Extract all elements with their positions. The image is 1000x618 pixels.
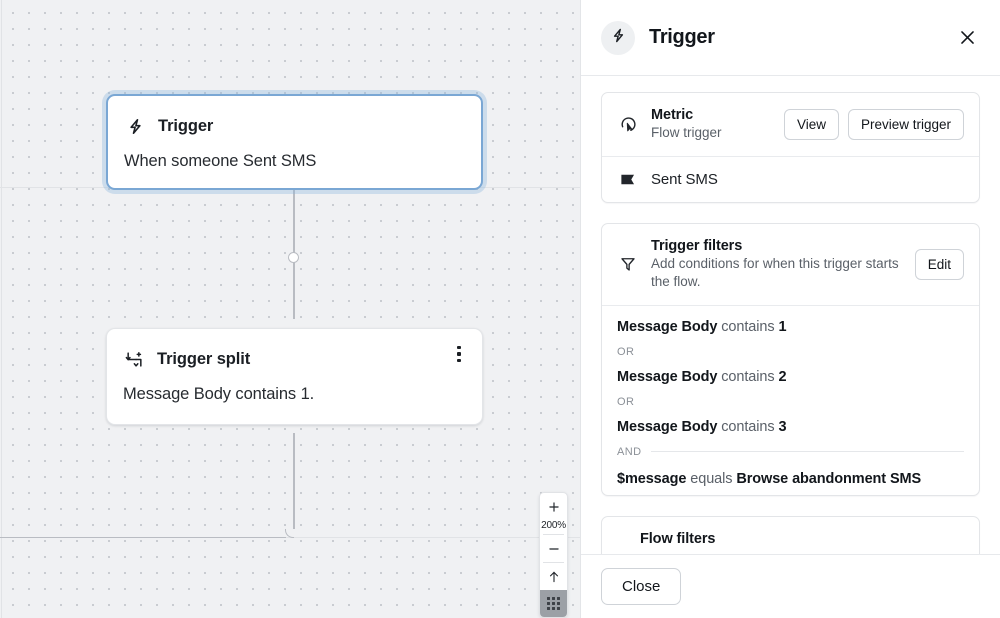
filter-joiner: OR xyxy=(602,344,979,360)
panel-content[interactable]: Metric Flow trigger View Preview trigger… xyxy=(581,76,1000,554)
filter-operator: contains xyxy=(721,368,775,385)
trigger-filters-conditions: Message Body contains 1 OR Message Body … xyxy=(602,304,979,495)
filter-joiner-label: OR xyxy=(617,345,635,358)
filter-operator: equals xyxy=(690,470,733,487)
filter-condition-row: Message Body contains 2 xyxy=(602,360,979,394)
filter-operator: contains xyxy=(721,418,775,435)
flow-node-trigger-split-body: Message Body contains 1. xyxy=(123,385,315,403)
flow-canvas[interactable]: Trigger When someone Sent SMS Trigger sp… xyxy=(0,0,580,618)
zoom-level-label: 200% xyxy=(541,520,566,531)
trigger-detail-panel: Trigger Metric xyxy=(580,0,1000,618)
metric-card: Metric Flow trigger View Preview trigger… xyxy=(601,92,980,203)
zoom-toolbar[interactable]: 200% xyxy=(539,492,568,618)
filter-joiner-label: OR xyxy=(617,395,635,408)
connector-split-branch-left xyxy=(0,536,286,538)
connector-split-corner xyxy=(285,529,294,538)
filter-value: 3 xyxy=(778,418,787,435)
close-button[interactable]: Close xyxy=(601,568,682,605)
metric-card-texts: Metric Flow trigger xyxy=(651,107,784,142)
filter-operator: contains xyxy=(721,318,775,335)
trigger-filters-subtitle: Add conditions for when this trigger sta… xyxy=(651,255,899,289)
connector-split-down xyxy=(293,433,295,529)
filter-joiner: OR xyxy=(602,394,979,410)
fit-to-screen-button[interactable] xyxy=(540,563,567,590)
flow-node-trigger-split-title: Trigger split xyxy=(157,350,251,368)
filter-key: Message Body xyxy=(617,368,718,385)
preview-trigger-button[interactable]: Preview trigger xyxy=(847,108,964,140)
flag-icon xyxy=(617,170,639,189)
zoom-divider-1 xyxy=(543,534,564,535)
edit-trigger-filters-button[interactable]: Edit xyxy=(914,248,964,280)
flow-filters-card: Flow filters xyxy=(601,515,980,554)
metric-card-subtitle: Flow trigger xyxy=(651,125,722,140)
flow-node-trigger-title: Trigger xyxy=(158,117,214,135)
connector-add-node[interactable] xyxy=(288,252,299,263)
flow-node-trigger-split[interactable]: Trigger split Message Body contains 1. xyxy=(106,328,483,425)
filter-joiner-rule xyxy=(651,451,964,453)
panel-footer: Close xyxy=(581,554,1000,618)
filter-condition-row: Message Body contains 3 xyxy=(602,410,979,444)
metric-card-header-row: Metric Flow trigger View Preview trigger xyxy=(602,93,979,156)
flow-node-trigger-split-header: Trigger split xyxy=(107,329,482,375)
trigger-split-icon xyxy=(123,349,145,371)
zoom-divider-2 xyxy=(543,562,564,563)
filter-key: Message Body xyxy=(617,418,718,435)
metric-card-heading: Metric xyxy=(651,107,694,123)
trigger-filters-card: Trigger filters Add conditions for when … xyxy=(601,222,980,496)
view-button[interactable]: View xyxy=(783,108,839,140)
flow-filters-heading: Flow filters xyxy=(640,530,716,547)
lightning-bolt-icon xyxy=(124,116,146,138)
metric-click-icon xyxy=(617,115,639,134)
flow-filters-header-row: Flow filters xyxy=(602,517,979,554)
canvas-lane-line-left xyxy=(0,0,2,618)
filter-value: 1 xyxy=(778,318,787,335)
zoom-out-button[interactable] xyxy=(540,535,567,562)
lightning-bolt-icon xyxy=(610,27,627,49)
grid-toggle-button[interactable] xyxy=(540,590,567,617)
zoom-in-button[interactable] xyxy=(540,493,567,520)
filter-condition-row: $message equals Browse abandonment SMS xyxy=(602,460,979,489)
panel-header: Trigger xyxy=(581,0,1000,76)
panel-title: Trigger xyxy=(649,26,715,48)
filter-value: Browse abandonment SMS xyxy=(736,470,922,487)
filter-value: 2 xyxy=(778,368,787,385)
panel-header-badge xyxy=(601,20,635,55)
filter-joiner-label: AND xyxy=(617,445,642,458)
flow-node-trigger-header: Trigger xyxy=(108,96,481,142)
funnel-icon xyxy=(617,255,639,273)
metric-name: Sent SMS xyxy=(651,170,718,188)
panel-close-button[interactable] xyxy=(954,25,980,51)
flow-node-trigger-body: When someone Sent SMS xyxy=(124,152,317,170)
filter-key: Message Body xyxy=(617,318,718,335)
filter-joiner-group: AND xyxy=(602,444,979,460)
filter-key: $message xyxy=(617,470,687,487)
trigger-filters-heading: Trigger filters xyxy=(651,237,743,254)
filter-condition-row: Message Body contains 1 xyxy=(602,310,979,344)
flow-node-trigger-split-menu-button[interactable] xyxy=(450,345,468,363)
trigger-filters-texts: Trigger filters Add conditions for when … xyxy=(651,238,915,291)
grid-icon xyxy=(546,596,561,611)
trigger-filters-header-row: Trigger filters Add conditions for when … xyxy=(602,224,979,305)
flow-node-trigger[interactable]: Trigger When someone Sent SMS xyxy=(106,94,483,190)
metric-value-row: Sent SMS xyxy=(602,155,979,202)
